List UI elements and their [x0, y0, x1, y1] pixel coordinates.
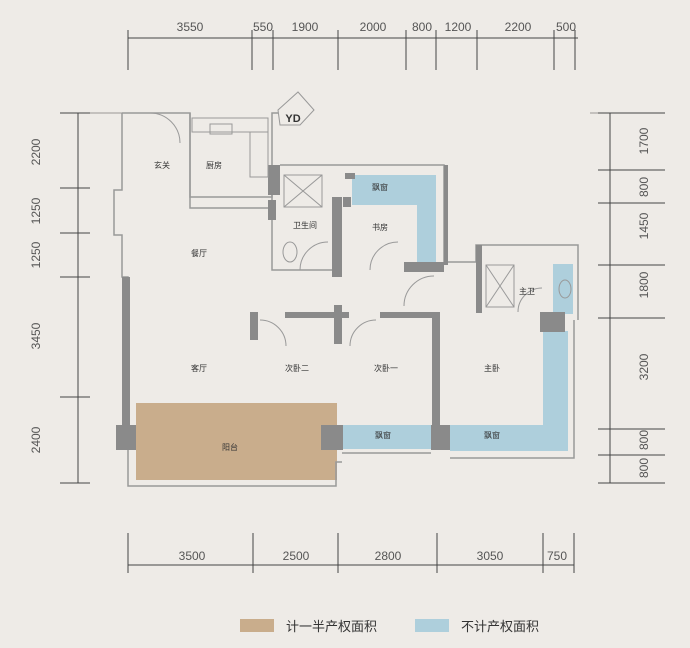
bath-fixtures [282, 174, 572, 308]
legend-no-area-swatch [415, 619, 449, 632]
room-label-living: 客厅 [191, 363, 207, 373]
legend-no-area-label: 不计产权面积 [461, 620, 540, 635]
room-label-bay-bedroom1: 飘窗 [375, 430, 391, 440]
bedroom1-bay-window-area [343, 425, 431, 449]
dim-left-2: 1250 [29, 197, 43, 224]
master-bath-window-area [553, 264, 573, 314]
main-balcony-area [136, 403, 337, 480]
thick-walls [116, 165, 565, 450]
room-label-kitchen: 厨房 [206, 160, 222, 170]
dim-right-1: 1700 [637, 127, 651, 154]
dim-top-8: 500 [556, 20, 576, 34]
room-label-bedroom2: 次卧二 [285, 363, 309, 373]
room-label-bay-study: 飘窗 [372, 182, 388, 192]
legend-half-area-label: 计一半产权面积 [286, 620, 378, 635]
door-swings [149, 112, 543, 347]
dim-right-7: 800 [637, 458, 651, 478]
legend-half-area: 计一半产权面积 [240, 616, 377, 635]
room-label-bay-master: 飘窗 [484, 430, 500, 440]
top-dimensions: 3550 550 1900 2000 800 1200 2200 500 [177, 20, 577, 34]
top-bay-window-area [352, 175, 436, 262]
dimension-ticks [60, 30, 665, 573]
dim-left-4: 3450 [29, 322, 43, 349]
dim-right-5: 3200 [637, 353, 651, 380]
dim-bottom-1: 3500 [179, 549, 206, 563]
yd-area [277, 91, 315, 126]
room-label-entrance: 玄关 [154, 160, 170, 170]
dim-top-4: 2000 [360, 20, 387, 34]
legend-half-area-swatch [240, 619, 274, 632]
dim-top-3: 1900 [292, 20, 319, 34]
dim-bottom-2: 2500 [283, 549, 310, 563]
legend-no-area: 不计产权面积 [415, 616, 539, 635]
room-label-public-bath: 卫生间 [293, 220, 317, 230]
room-label-master-bath: 主卫 [519, 286, 535, 296]
dim-right-4: 1800 [637, 271, 651, 298]
room-labels: 玄关 厨房 YD 卫生间 书房 餐厅 客厅 次卧二 次卧一 主卧 主卫 阳台 飘… [154, 113, 535, 452]
kitchen-fixtures [191, 117, 269, 178]
dim-left-3: 1250 [29, 241, 43, 268]
dim-top-5: 800 [412, 20, 432, 34]
dim-top-6: 1200 [445, 20, 472, 34]
dim-right-3: 1450 [637, 212, 651, 239]
dim-bottom-3: 2800 [375, 549, 402, 563]
dim-top-7: 2200 [505, 20, 532, 34]
bottom-dimensions: 3500 2500 2800 3050 750 [179, 549, 568, 563]
master-bay-window-area [450, 331, 568, 451]
dim-right-6: 800 [637, 430, 651, 450]
room-label-master: 主卧 [484, 363, 500, 373]
right-dimensions: 1700 800 1450 1800 3200 800 800 [637, 127, 651, 478]
dim-bottom-4: 3050 [477, 549, 504, 563]
dim-top-1: 3550 [177, 20, 204, 34]
dim-bottom-5: 750 [547, 549, 567, 563]
dim-top-2: 550 [253, 20, 273, 34]
room-label-main-balcony: 阳台 [222, 442, 238, 452]
dim-left-5: 2400 [29, 426, 43, 453]
room-label-bedroom1: 次卧一 [374, 363, 398, 373]
dim-left-1: 2200 [29, 138, 43, 165]
room-label-yd: YD [285, 113, 300, 125]
room-label-dining: 餐厅 [191, 249, 207, 258]
dim-right-2: 800 [637, 177, 651, 197]
room-label-study: 书房 [372, 222, 388, 232]
left-dimensions: 2200 1250 1250 3450 2400 [29, 138, 43, 453]
